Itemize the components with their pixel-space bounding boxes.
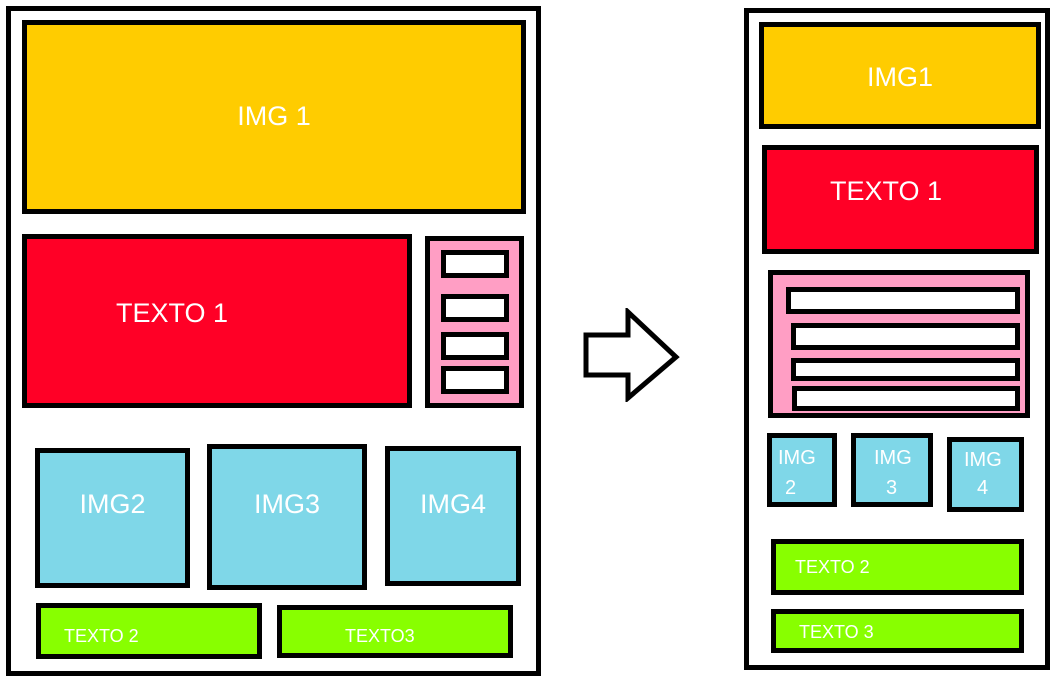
mobile-nav-item [791,358,1020,381]
mobile-texto1-label: TEXTO 1 [830,176,943,206]
desktop-texto1-label: TEXTO 1 [116,298,229,328]
mobile-nav-item [791,323,1020,350]
mobile-img1-label: IMG1 [866,62,933,92]
desktop-texto2-block: TEXTO 2 [36,603,262,659]
mobile-img2-label-line2: 2 [785,477,797,499]
mobile-img2-block: IMG 2 [767,433,837,507]
mobile-nav-block [768,270,1030,418]
desktop-img1-block: IMG 1 [22,20,526,214]
desktop-img4-label: IMG4 [419,489,486,519]
desktop-texto1-block: TEXTO 1 [22,234,412,408]
mobile-img1-block: IMG1 [759,22,1041,129]
mobile-texto1-block: TEXTO 1 [762,145,1039,254]
mobile-img2-label-line1: IMG [778,447,816,469]
desktop-texto2-label: TEXTO 2 [64,626,139,646]
mobile-nav-item [792,386,1020,411]
mobile-nav-item [786,287,1020,314]
desktop-img4-block: IMG4 [385,446,521,586]
mobile-texto3-block: TEXTO 3 [771,609,1024,653]
mobile-img3-label-line2: 3 [886,477,898,499]
desktop-img2-label: IMG2 [79,489,146,519]
desktop-img1-label: IMG 1 [237,101,311,131]
desktop-nav-block [425,236,524,408]
mobile-img4-label-line2: 4 [977,477,989,499]
mobile-img3-label-line1: IMG [874,447,912,469]
desktop-nav-item [441,250,509,278]
mobile-img3-block: IMG 3 [851,433,933,507]
right-arrow-icon [583,308,680,402]
desktop-texto3-block: TEXTO3 [277,605,513,658]
desktop-nav-item [441,294,509,322]
mobile-texto2-label: TEXTO 2 [795,557,870,577]
desktop-img3-label: IMG3 [253,489,320,519]
desktop-img3-block: IMG3 [207,444,367,590]
mobile-img4-label-line1: IMG [964,449,1002,471]
mobile-texto2-block: TEXTO 2 [771,539,1024,595]
mobile-img4-block: IMG 4 [947,437,1024,512]
mobile-texto3-label: TEXTO 3 [799,622,874,642]
desktop-img2-block: IMG2 [35,448,190,588]
desktop-nav-item [441,332,509,360]
desktop-nav-item [441,366,509,394]
desktop-texto3-label: TEXTO3 [345,626,415,646]
